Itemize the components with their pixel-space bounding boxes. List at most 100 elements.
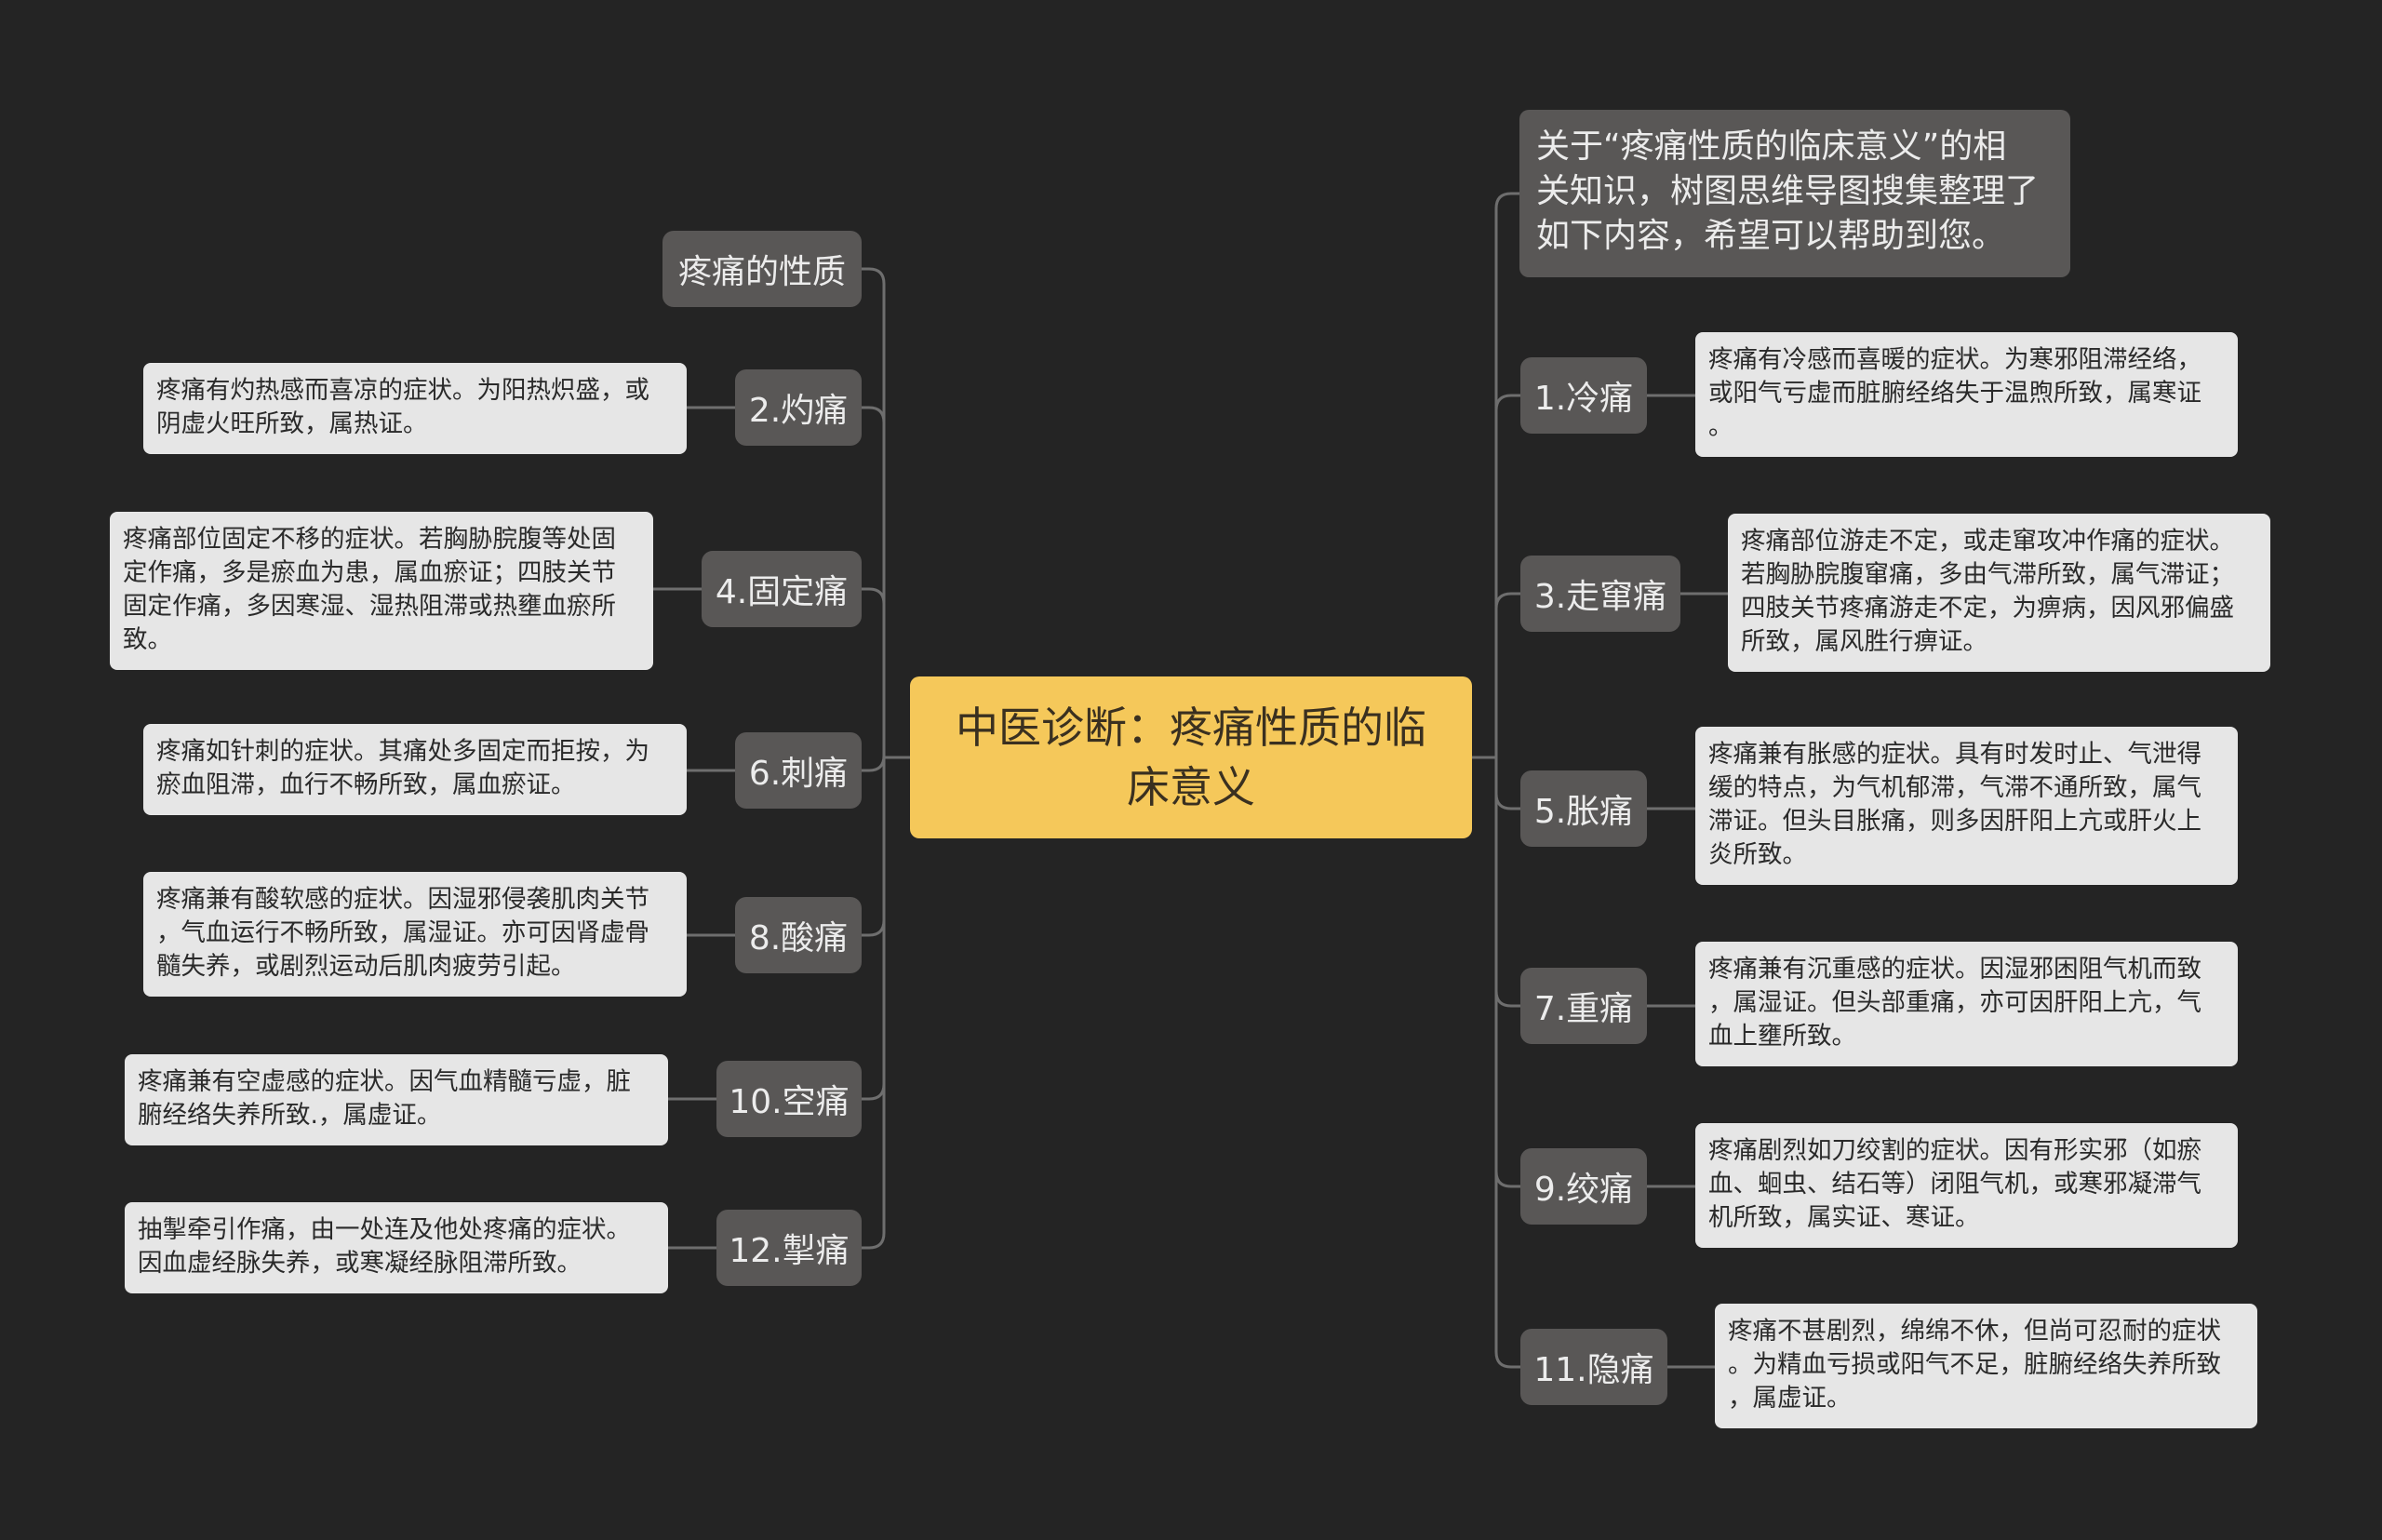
branch-left-1[interactable]: 2.灼痛	[735, 369, 862, 446]
central-topic[interactable]: 中医诊断：疼痛性质的临床意义	[910, 676, 1472, 838]
leaf-right-4[interactable]: 疼痛兼有沉重感的症状。因湿邪困阻气机而致 ，属湿证。但头部重痛，亦可因肝阳上亢，气…	[1695, 942, 2238, 1066]
branch-right-3[interactable]: 5.胀痛	[1520, 770, 1647, 847]
leaf-text-line: 髓失养，或剧烈运动后肌肉疲劳引起。	[156, 952, 576, 981]
connector-line	[1494, 757, 1520, 1008]
leaf-left-4[interactable]: 疼痛兼有酸软感的症状。因湿邪侵袭肌肉关节 ，气血运行不畅所致，属湿证。亦可因肾虚骨…	[143, 872, 687, 997]
branch-pain-nature[interactable]: 疼痛的性质	[662, 231, 862, 307]
intro-note-text: 关于“疼痛性质的临床意义”的相关知识，树图思维导图搜集整理了如下内容，希望可以帮…	[1536, 125, 2054, 259]
central-topic-text-line: 床意义	[1127, 762, 1255, 812]
leaf-text-line: 阴虚火旺所致，属热证。	[156, 409, 428, 438]
leaf-text: 疼痛有冷感而喜暖的症状。为寒邪阻滞经络， 或阳气亏虚而脏腑经络失于温煦所致，属寒证…	[1708, 343, 2225, 444]
central-topic-text: 中医诊断：疼痛性质的临床意义	[956, 698, 1426, 817]
branch-left-5[interactable]: 10.空痛	[716, 1061, 862, 1137]
leaf-text-line: 疼痛不甚剧烈，绵绵不休，但尚可忍耐的症状	[1728, 1317, 2221, 1346]
branch-label: 5.胀痛	[1533, 793, 1634, 831]
connector-line	[862, 587, 886, 757]
branch-label: 8.酸痛	[748, 919, 849, 957]
branch-label: 6.刺痛	[748, 755, 849, 793]
branch-label: 7.重痛	[1533, 990, 1634, 1028]
leaf-text: 疼痛有灼热感而喜凉的症状。为阳热炽盛，或阴虚火旺所致，属热证。	[156, 374, 674, 441]
leaf-text: 疼痛部位游走不定，或走窜攻冲作痛的症状。若胸胁脘腹窜痛，多由气滞所致，属气滞证；…	[1741, 525, 2257, 659]
leaf-left-6[interactable]: 抽掣牵引作痛，由一处连及他处疼痛的症状。因血虚经脉失养，或寒凝经脉阻滞所致。	[125, 1202, 668, 1293]
connector-line	[862, 406, 886, 757]
branch-right-5[interactable]: 9.绞痛	[1520, 1148, 1647, 1225]
intro-note[interactable]: 关于“疼痛性质的临床意义”的相关知识，树图思维导图搜集整理了如下内容，希望可以帮…	[1519, 110, 2070, 277]
leaf-text-line: 。为精血亏损或阳气不足，脏腑经络失养所致	[1728, 1350, 2221, 1379]
leaf-text-line: 腑经络失养所致.，属虚证。	[138, 1101, 442, 1130]
branch-right-1[interactable]: 1.冷痛	[1520, 357, 1647, 434]
leaf-text-line: 。	[1708, 412, 1733, 441]
branch-left-4[interactable]: 8.酸痛	[735, 897, 862, 973]
leaf-text: 疼痛兼有胀感的症状。具有时发时止、气泄得缓的特点，为气机郁滞，气滞不通所致，属气…	[1708, 738, 2225, 872]
leaf-text-line: 缓的特点，为气机郁滞，气滞不通所致，属气	[1708, 773, 2201, 802]
intro-note-text-line: 关知识，树图思维导图搜集整理了	[1536, 172, 2040, 210]
branch-label: 12.掣痛	[729, 1232, 850, 1270]
branch-label: 3.走窜痛	[1533, 578, 1667, 616]
leaf-text: 疼痛兼有沉重感的症状。因湿邪困阻气机而致 ，属湿证。但头部重痛，亦可因肝阳上亢，气…	[1708, 953, 2225, 1053]
leaf-text: 疼痛兼有酸软感的症状。因湿邪侵袭肌肉关节 ，气血运行不畅所致，属湿证。亦可因肾虚骨…	[156, 883, 674, 984]
branch-label: 疼痛的性质	[677, 253, 846, 291]
branch-left-3[interactable]: 6.刺痛	[735, 732, 862, 809]
leaf-text-line: 疼痛部位游走不定，或走窜攻冲作痛的症状。	[1741, 527, 2234, 556]
leaf-text-line: 致。	[123, 625, 172, 654]
leaf-right-2[interactable]: 疼痛部位游走不定，或走窜攻冲作痛的症状。若胸胁脘腹窜痛，多由气滞所致，属气滞证；…	[1728, 514, 2270, 672]
branch-right-6[interactable]: 11.隐痛	[1520, 1329, 1667, 1405]
leaf-text-line: ，属湿证。但头部重痛，亦可因肝阳上亢，气	[1708, 988, 2201, 1017]
leaf-text-line: 疼痛兼有酸软感的症状。因湿邪侵袭肌肉关节	[156, 885, 649, 914]
leaf-text-line: 疼痛兼有沉重感的症状。因湿邪困阻气机而致	[1708, 955, 2201, 984]
branch-label: 4.固定痛	[715, 573, 849, 611]
leaf-left-1[interactable]: 疼痛有灼热感而喜凉的症状。为阳热炽盛，或阴虚火旺所致，属热证。	[143, 363, 687, 454]
leaf-text-line: 疼痛有冷感而喜暖的症状。为寒邪阻滞经络，	[1708, 345, 2201, 374]
branch-label: 9.绞痛	[1533, 1171, 1634, 1209]
leaf-text-line: 血、蛔虫、结石等）闭阻气机，或寒邪凝滞气	[1708, 1170, 2201, 1199]
leaf-left-2[interactable]: 疼痛部位固定不移的症状。若胸胁脘腹等处固定作痛，多是瘀血为患，属血瘀证；四肢关节…	[110, 512, 653, 670]
leaf-text-line: 或阳气亏虚而脏腑经络失于温煦所致，属寒证	[1708, 379, 2201, 408]
leaf-right-5[interactable]: 疼痛剧烈如刀绞割的症状。因有形实邪（如瘀血、蛔虫、结石等）闭阻气机，或寒邪凝滞气…	[1695, 1123, 2238, 1248]
leaf-text: 疼痛如针刺的症状。其痛处多固定而拒按，为瘀血阻滞，血行不畅所致，属血瘀证。	[156, 735, 674, 802]
connector-line	[862, 757, 886, 1250]
branch-label: 1.冷痛	[1533, 380, 1634, 418]
leaf-text: 疼痛部位固定不移的症状。若胸胁脘腹等处固定作痛，多是瘀血为患，属血瘀证；四肢关节…	[123, 523, 640, 657]
leaf-text-line: 四肢关节疼痛游走不定，为痹病，因风邪偏盛	[1741, 594, 2234, 623]
leaf-text-line: 疼痛剧烈如刀绞割的症状。因有形实邪（如瘀	[1708, 1136, 2201, 1165]
branch-left-2[interactable]: 4.固定痛	[702, 551, 862, 627]
branch-label: 2.灼痛	[748, 392, 849, 430]
connector-line	[862, 755, 886, 772]
connector-line	[1494, 394, 1520, 757]
intro-note-text-line: 如下内容，希望可以帮助到您。	[1536, 217, 2006, 255]
leaf-text-line: 抽掣牵引作痛，由一处连及他处疼痛的症状。	[138, 1215, 631, 1244]
leaf-text-line: ，气血运行不畅所致，属湿证。亦可因肾虚骨	[156, 918, 649, 947]
connector-line	[1494, 757, 1520, 1188]
leaf-text-line: 机所致，属实证、寒证。	[1708, 1203, 1980, 1232]
leaf-left-5[interactable]: 疼痛兼有空虚感的症状。因气血精髓亏虚，脏腑经络失养所致.，属虚证。	[125, 1054, 668, 1145]
leaf-text-line: 疼痛兼有空虚感的症状。因气血精髓亏虚，脏	[138, 1067, 631, 1096]
leaf-text-line: ，属虚证。	[1728, 1384, 1852, 1413]
leaf-text-line: 滞证。但头目胀痛，则多因肝阳上亢或肝火上	[1708, 807, 2201, 836]
branch-label: 11.隐痛	[1533, 1351, 1654, 1389]
connector-line	[1494, 192, 1519, 757]
leaf-text-line: 因血虚经脉失养，或寒凝经脉阻滞所致。	[138, 1249, 582, 1278]
leaf-text-line: 炎所致。	[1708, 840, 1807, 869]
branch-left-6[interactable]: 12.掣痛	[716, 1210, 862, 1286]
leaf-right-6[interactable]: 疼痛不甚剧烈，绵绵不休，但尚可忍耐的症状。为精血亏损或阳气不足，脏腑经络失养所致…	[1715, 1304, 2257, 1428]
leaf-text-line: 疼痛如针刺的症状。其痛处多固定而拒按，为	[156, 737, 649, 766]
leaf-right-1[interactable]: 疼痛有冷感而喜暖的症状。为寒邪阻滞经络， 或阳气亏虚而脏腑经络失于温煦所致，属寒证…	[1695, 332, 2238, 457]
branch-right-2[interactable]: 3.走窜痛	[1520, 556, 1680, 632]
leaf-left-3[interactable]: 疼痛如针刺的症状。其痛处多固定而拒按，为瘀血阻滞，血行不畅所致，属血瘀证。	[143, 724, 687, 815]
leaf-text: 疼痛不甚剧烈，绵绵不休，但尚可忍耐的症状。为精血亏损或阳气不足，脏腑经络失养所致…	[1728, 1315, 2244, 1415]
branch-right-4[interactable]: 7.重痛	[1520, 968, 1647, 1044]
connector-line	[1494, 757, 1520, 810]
leaf-text-line: 固定作痛，多因寒湿、湿热阻滞或热壅血瘀所	[123, 592, 616, 621]
leaf-text: 疼痛剧烈如刀绞割的症状。因有形实邪（如瘀血、蛔虫、结石等）闭阻气机，或寒邪凝滞气…	[1708, 1134, 2225, 1235]
connector-line	[862, 757, 886, 937]
connector-line	[862, 757, 886, 1101]
leaf-text-line: 所致，属风胜行痹证。	[1741, 627, 1987, 656]
leaf-text-line: 瘀血阻滞，血行不畅所致，属血瘀证。	[156, 770, 576, 799]
leaf-text: 疼痛兼有空虚感的症状。因气血精髓亏虚，脏腑经络失养所致.，属虚证。	[138, 1065, 655, 1132]
leaf-text-line: 疼痛兼有胀感的症状。具有时发时止、气泄得	[1708, 740, 2201, 769]
central-topic-text-line: 中医诊断：疼痛性质的临	[956, 703, 1426, 753]
connector-line	[1494, 757, 1520, 1369]
leaf-right-3[interactable]: 疼痛兼有胀感的症状。具有时发时止、气泄得缓的特点，为气机郁滞，气滞不通所致，属气…	[1695, 727, 2238, 885]
